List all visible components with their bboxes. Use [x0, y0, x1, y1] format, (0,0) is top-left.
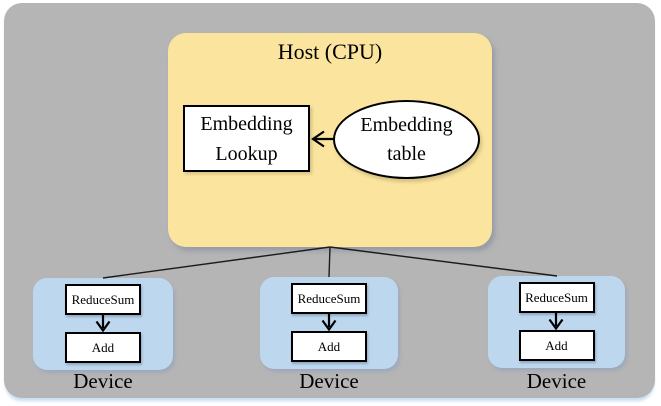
embedding-lookup-node: Embedding Lookup — [183, 105, 310, 172]
reducesum-node-1: ReduceSum — [65, 284, 141, 315]
reducesum-node-2: ReduceSum — [291, 283, 367, 314]
add-node-1: Add — [65, 332, 141, 363]
host-cpu-title: Host (CPU) — [277, 39, 383, 64]
device-group-2: ReduceSum Add — [260, 277, 398, 369]
device-group-1: ReduceSum Add — [33, 278, 173, 370]
device-group-3: ReduceSum Add — [488, 276, 625, 368]
device-label-2: Device — [299, 369, 359, 393]
device-label-3: Device — [526, 369, 587, 393]
add-node-3: Add — [518, 330, 595, 361]
device-label-1: Device — [73, 369, 133, 393]
add-node-2: Add — [291, 331, 367, 362]
embedding-table-node: Embedding table — [333, 100, 480, 179]
reducesum-node-3: ReduceSum — [518, 282, 595, 313]
